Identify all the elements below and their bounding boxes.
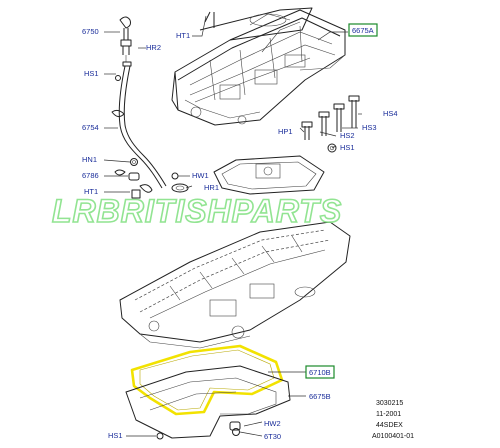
watermark: LRBRITISHPARTS: [52, 193, 342, 229]
baffle-plate: [213, 155, 325, 195]
label-hs3: HS3: [362, 123, 377, 132]
ref-line-3: 44SDEX: [376, 422, 403, 429]
callout-box-6675a: [348, 23, 378, 37]
ref-line-2: 11-2001: [376, 411, 401, 418]
label-hs1-bottom: HS1: [108, 431, 123, 440]
upper-oil-pan: [171, 7, 346, 126]
reference-block: 3030215 11-2001 44SDEX A0100401-01: [372, 400, 414, 440]
ref-line-4: A0100401-01: [372, 433, 414, 440]
label-hn1: HN1: [82, 155, 97, 164]
callout-labels: 6750 HR2 HT1 6675A HS1 6754 HS4 HS3 HP1 …: [82, 23, 398, 441]
bottom-pan: [125, 365, 291, 440]
label-6t30: 6T30: [264, 432, 281, 441]
label-hs1-mid: HS1: [340, 143, 355, 152]
label-hs2: HS2: [340, 131, 355, 140]
leader-lines: [103, 15, 362, 437]
label-ht1-top: HT1: [176, 31, 190, 40]
left-fasteners: [128, 158, 189, 199]
label-hr1: HR1: [204, 183, 219, 192]
dipstick-assembly: [111, 16, 167, 189]
label-hw1: HW1: [192, 171, 209, 180]
ref-line-1: 3030215: [376, 400, 403, 407]
label-6750: 6750: [82, 27, 99, 36]
lower-oil-pan: [119, 221, 351, 349]
label-hw2: HW2: [264, 419, 281, 428]
label-hr2: HR2: [146, 43, 161, 52]
callout-box-6710b: [305, 365, 335, 379]
label-6754: 6754: [82, 123, 99, 132]
label-hs1-upper: HS1: [84, 69, 99, 78]
label-ht1-left: HT1: [84, 187, 98, 196]
right-bolts: [301, 95, 360, 153]
oil-pan-gasket: [130, 344, 284, 416]
label-6675a: 6675A: [352, 26, 374, 35]
label-hp1: HP1: [278, 127, 293, 136]
label-hs4: HS4: [383, 109, 398, 118]
label-6675b: 6675B: [309, 392, 331, 401]
label-6786: 6786: [82, 171, 99, 180]
label-6710b: 6710B: [309, 368, 331, 377]
